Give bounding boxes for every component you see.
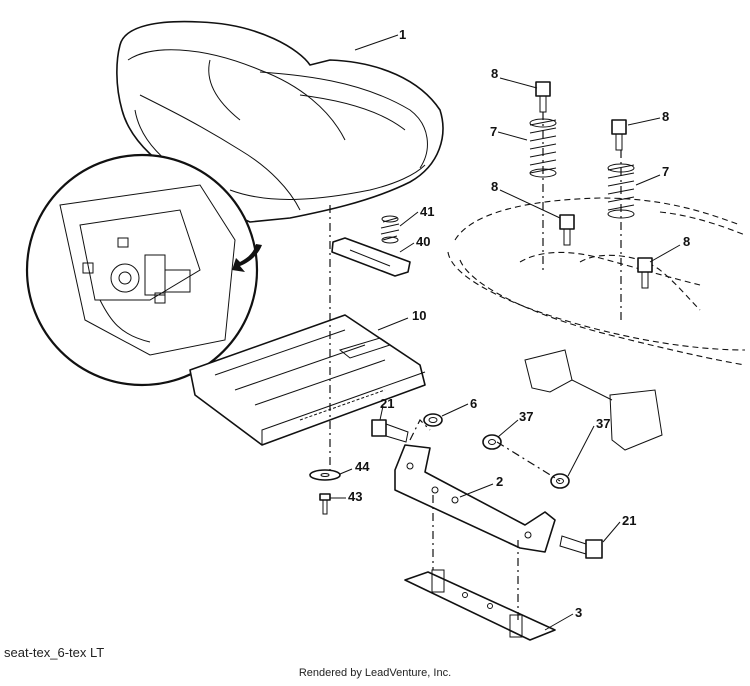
plate-3 xyxy=(404,569,556,641)
callout-37-lower: 37 xyxy=(596,416,610,431)
callout-21-right: 21 xyxy=(622,513,636,528)
bolt-8-mid-right xyxy=(637,257,653,289)
callout-7-left: 7 xyxy=(490,124,497,139)
diagram-caption: seat-tex_6-tex LT xyxy=(4,645,105,660)
seat-pan xyxy=(189,314,426,446)
callout-8-mid-right: 8 xyxy=(683,234,690,249)
callout-2: 2 xyxy=(496,474,503,489)
rotate-arrow-icon xyxy=(232,244,262,272)
detail-inset xyxy=(25,153,262,387)
nut-37-upper xyxy=(482,434,502,450)
nut-6 xyxy=(423,413,443,427)
callout-8-mid-left: 8 xyxy=(491,179,498,194)
callout-8-top-left: 8 xyxy=(491,66,498,81)
callout-40: 40 xyxy=(416,234,430,249)
callout-41: 41 xyxy=(420,204,434,219)
callout-43: 43 xyxy=(348,489,362,504)
spring-41 xyxy=(380,215,400,244)
washer-44 xyxy=(309,469,341,481)
callout-10: 10 xyxy=(412,308,426,323)
bolt-8-mid-left xyxy=(559,214,575,246)
clip-40 xyxy=(331,237,411,277)
callout-3: 3 xyxy=(575,605,582,620)
screw-43 xyxy=(319,493,331,515)
callout-1: 1 xyxy=(399,27,406,42)
bolt-8-top-left xyxy=(535,81,551,113)
fender-bracket xyxy=(524,349,663,451)
callouts: 1 8 8 7 7 8 41 8 40 10 21 6 37 37 44 2 4… xyxy=(348,27,690,620)
callout-6: 6 xyxy=(470,396,477,411)
callout-21-left: 21 xyxy=(380,396,394,411)
footer-credit: Rendered by LeadVenture, Inc. xyxy=(298,667,452,679)
callout-44: 44 xyxy=(355,459,370,474)
fender-outline xyxy=(447,197,746,366)
callout-7-right: 7 xyxy=(662,164,669,179)
bracket-2 xyxy=(394,444,556,553)
bolt-21-right xyxy=(559,535,603,559)
bolt-8-top-right xyxy=(611,119,627,151)
callout-8-top-right: 8 xyxy=(662,109,669,124)
bolt-21-left xyxy=(371,419,409,443)
callout-37-upper: 37 xyxy=(519,409,533,424)
alignment-lines xyxy=(329,112,622,620)
leader-lines xyxy=(330,34,681,631)
